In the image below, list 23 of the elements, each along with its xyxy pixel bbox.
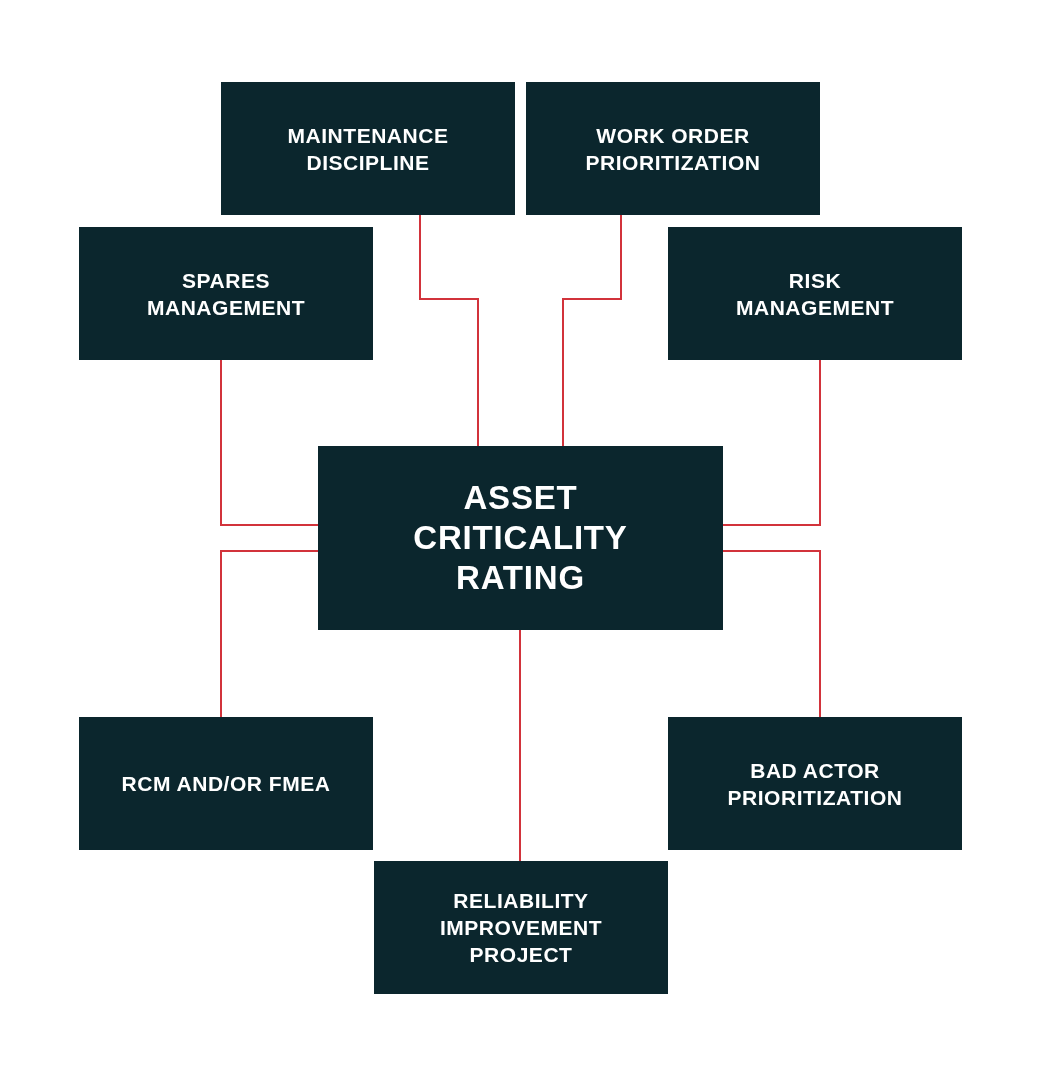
- box-label: BAD ACTOR PRIORITIZATION: [726, 757, 904, 811]
- connector-line: [562, 214, 622, 447]
- box-label: RCM AND/OR FMEA: [120, 771, 332, 797]
- box-label: ASSET CRITICALITY RATING: [412, 478, 629, 598]
- connector-line: [519, 629, 521, 862]
- process-box: [668, 227, 962, 360]
- process-box: [374, 861, 668, 994]
- box-label: RELIABILITY IMPROVEMENT PROJECT: [438, 888, 604, 968]
- connector-line: [722, 550, 821, 718]
- box-label: WORK ORDER PRIORITIZATION: [584, 122, 762, 176]
- box-label: SPARES MANAGEMENT: [145, 267, 307, 321]
- process-box: [318, 446, 723, 630]
- connector-line: [220, 359, 319, 526]
- connector-line: [722, 359, 821, 526]
- box-label: RISK MANAGEMENT: [734, 267, 896, 321]
- connector-line: [419, 214, 479, 447]
- process-box: [79, 717, 373, 850]
- box-label: MAINTENANCE DISCIPLINE: [286, 122, 450, 176]
- process-box: [79, 227, 373, 360]
- process-box: [221, 82, 515, 215]
- connector-line: [220, 550, 319, 718]
- process-box: [526, 82, 820, 215]
- process-box: [668, 717, 962, 850]
